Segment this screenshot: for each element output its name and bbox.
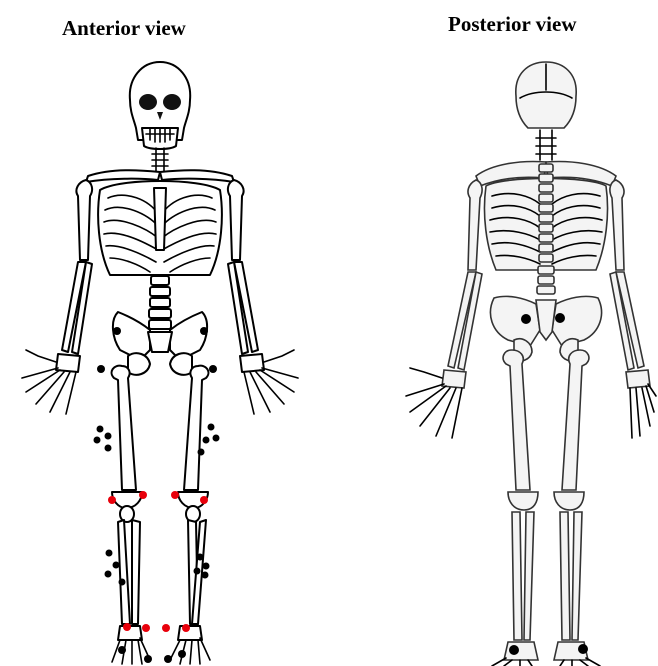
marker-left-medial-ankle [142,624,150,632]
feet-anterior [112,626,210,664]
marker-right-medial-knee [171,491,179,499]
marker-left-asis [113,327,121,335]
marker-left-heel [144,655,152,663]
marker-right-lateral-knee [200,496,208,504]
right-hand-anterior [240,350,298,414]
skull-anterior [130,62,190,149]
marker-left-toe [118,646,126,654]
marker-left-greater-trochanter [97,365,105,373]
anterior-skeleton [22,62,298,664]
lumbar-spine-anterior [149,276,171,329]
right-hand-posterior [626,370,656,438]
marker-left-lateral-knee [108,496,116,504]
marker-right-asis [200,327,208,335]
marker-left-heel-posterior [509,645,519,655]
marker-left-lateral-ankle [123,623,131,631]
marker-right-heel [164,655,172,663]
marker-left-psis [521,314,531,324]
marker-right-psis [555,313,565,323]
left-hand-anterior [22,350,80,414]
left-thigh-cluster [94,426,112,452]
marker-right-greater-trochanter [209,365,217,373]
left-hand-posterior [406,368,466,438]
marker-right-medial-ankle [162,624,170,632]
marker-left-medial-knee [139,491,147,499]
spine-posterior [537,164,555,294]
marker-right-heel-posterior [578,644,588,654]
posterior-skeleton [406,62,656,666]
marker-right-lateral-ankle [182,624,190,632]
ribcage-anterior [98,181,222,275]
marker-right-toe [178,650,186,658]
